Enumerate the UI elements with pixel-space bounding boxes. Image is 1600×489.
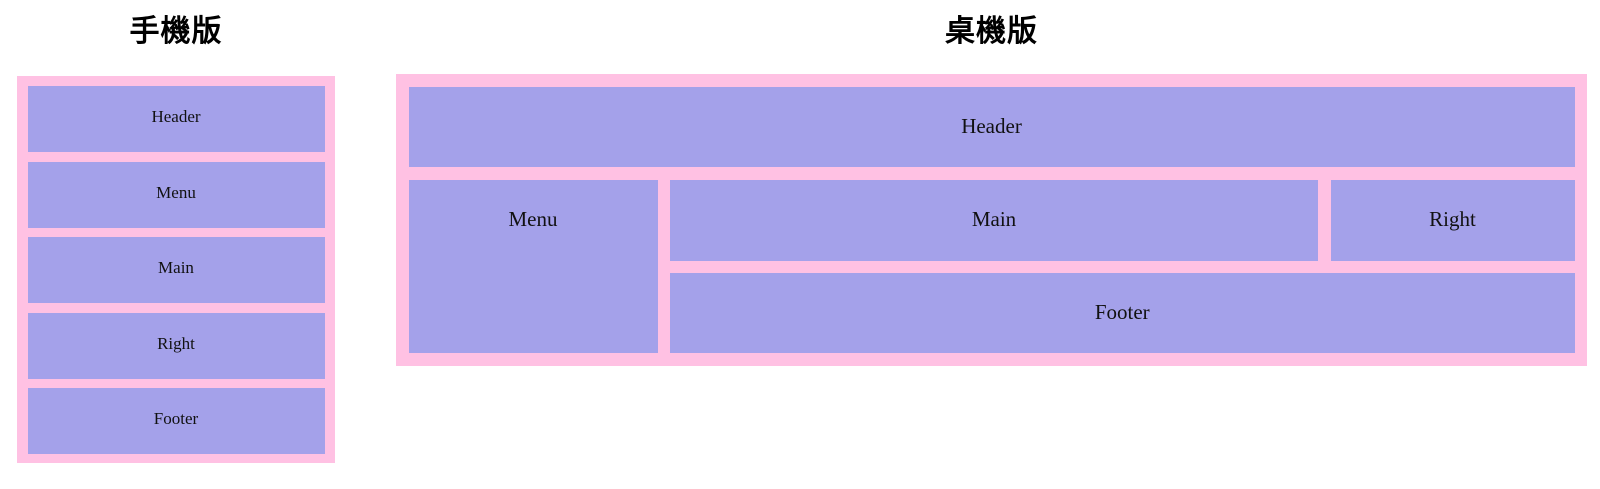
mobile-main-box: Main xyxy=(27,237,325,303)
mobile-menu-box: Menu xyxy=(27,161,325,228)
mobile-footer-box: Footer xyxy=(27,388,325,454)
desktop-right-box: Right xyxy=(1330,179,1575,261)
mobile-header-box: Header xyxy=(27,86,325,152)
desktop-main-box: Main xyxy=(670,179,1318,261)
desktop-footer-box: Footer xyxy=(670,273,1575,353)
mobile-section-title: 手機版 xyxy=(129,14,223,49)
desktop-layout-container: Header Menu Main Right Footer xyxy=(396,74,1587,366)
desktop-menu-box: Menu xyxy=(408,179,658,353)
mobile-layout-container: Header Menu Main Right Footer xyxy=(17,76,335,463)
mobile-right-box: Right xyxy=(27,312,325,379)
desktop-section-title: 桌機版 xyxy=(945,14,1038,49)
desktop-header-box: Header xyxy=(408,87,1575,167)
